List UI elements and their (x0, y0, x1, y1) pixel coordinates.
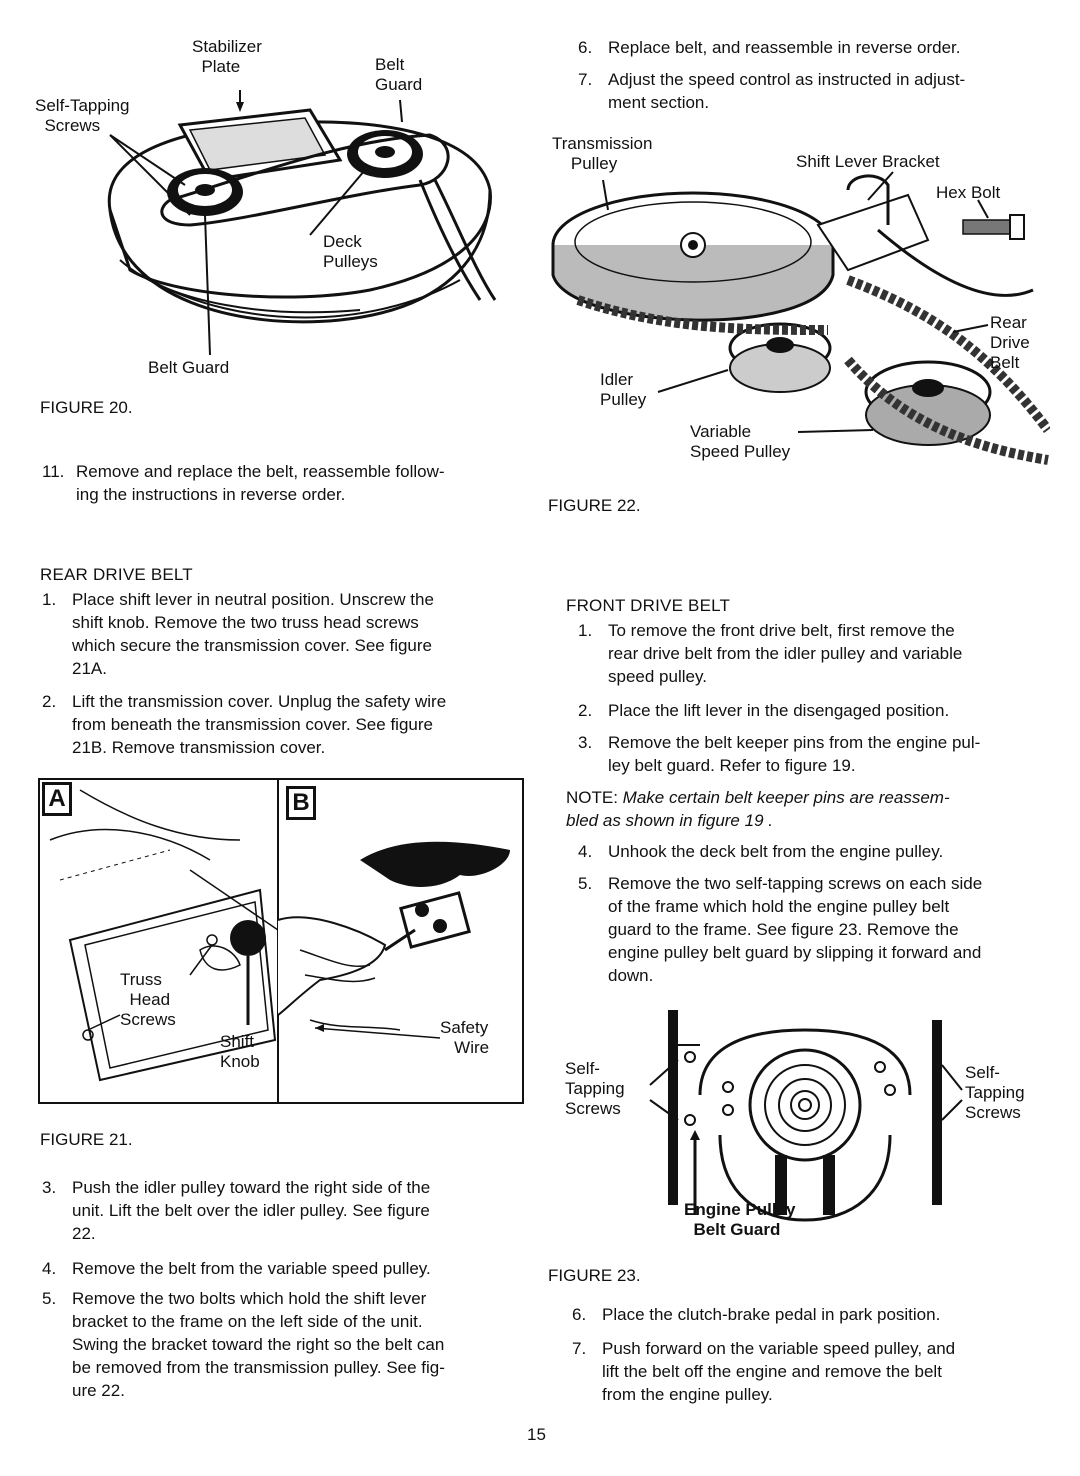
step-text: Remove the two self-tapping screws on ea… (608, 874, 983, 985)
transmission-pulley-label: Transmission Pulley (552, 134, 653, 173)
engine-pulley-guard-drawing (649, 1010, 963, 1222)
figure-21-caption: FIGURE 21. (40, 1130, 133, 1149)
panel-b-tag: B (286, 786, 316, 820)
transmission-pulley-drawing (551, 171, 1050, 465)
note: NOTE: Make certain belt keeper pins are … (566, 786, 1046, 836)
deck-pulley-drawing (107, 90, 497, 356)
step-number: 2. (42, 692, 57, 711)
step-text: Place the lift lever in the disengaged p… (608, 701, 950, 720)
deck-pulleys-label: Deck Pulleys (323, 232, 378, 271)
truss-head-screws-label: Truss Head Screws (120, 970, 176, 1029)
right-step-7: 7. Adjust the speed control as instructe… (578, 68, 1048, 118)
note-text: Make certain belt keeper pins are reasse… (566, 788, 950, 830)
step-number: 5. (578, 874, 593, 893)
step-11: 11. Remove and replace the belt, reassem… (42, 460, 522, 510)
step-number: 11. (42, 462, 65, 481)
figure-23-caption: FIGURE 23. (548, 1266, 641, 1285)
step-text: Unhook the deck belt from the engine pul… (608, 842, 944, 861)
variable-speed-pulley-label: Variable Speed Pulley (690, 422, 791, 461)
panel-a-tag: A (42, 782, 72, 816)
self-tapping-screws-right-label: Self- Tapping Screws (965, 1063, 1025, 1122)
step-number: 2. (578, 701, 593, 720)
transmission-cover-drawing (49, 780, 510, 1102)
rear-step-2: 2. Lift the transmission cover. Unplug t… (42, 690, 522, 762)
hex-bolt-label: Hex Bolt (936, 183, 1001, 202)
step-number: 7. (578, 70, 593, 89)
figure-22-caption: FIGURE 22. (548, 496, 641, 515)
front-step-4: 4. Unhook the deck belt from the engine … (578, 840, 1048, 865)
figure-20-illustration: Stabilizer Plate Belt Guard Self-Tapping… (35, 30, 510, 390)
step-number: 4. (42, 1259, 57, 1278)
rear-drive-belt-heading: REAR DRIVE BELT (40, 565, 193, 584)
step-text: Remove the belt keeper pins from the eng… (608, 733, 981, 775)
rear-step-1: 1. Place shift lever in neutral position… (42, 588, 522, 683)
figure-23-illustration: Self- Tapping Screws Self- Tapping Screw… (560, 1005, 1050, 1245)
front-drive-belt-heading: FRONT DRIVE BELT (566, 596, 731, 615)
panel-b-letter: B (292, 789, 310, 816)
self-tapping-screws-label: Self-Tapping Screws (35, 96, 130, 135)
step-number: 3. (578, 733, 593, 752)
step-text: Adjust the speed control as instructed i… (608, 70, 966, 112)
self-tapping-screws-left-label: Self- Tapping Screws (565, 1059, 625, 1118)
idler-pulley-label: Idler Pulley (600, 370, 647, 409)
note-label: NOTE: (566, 788, 618, 807)
step-text: Push the idler pulley toward the right s… (72, 1178, 431, 1243)
safety-wire-label: Safety Wire (440, 1018, 490, 1057)
step-text: Place shift lever in neutral position. U… (72, 590, 434, 678)
step-text: Lift the transmission cover. Unplug the … (72, 692, 447, 757)
rear-step-4: 4. Remove the belt from the variable spe… (42, 1257, 522, 1282)
figure-21-illustration: A B Truss Head Screws Shift Knob Safety … (38, 778, 524, 1104)
step-text: To remove the front drive belt, first re… (608, 621, 963, 686)
stabilizer-plate-label: Stabilizer Plate (192, 37, 262, 76)
front-step-1: 1. To remove the front drive belt, first… (578, 619, 1048, 691)
step-number: 1. (578, 621, 593, 640)
step-text: Remove the two bolts which hold the shif… (72, 1289, 445, 1400)
shift-knob-label: Shift Knob (220, 1032, 260, 1071)
engine-pulley-belt-guard-label: Engine Pulley Belt Guard (684, 1200, 796, 1239)
step-text: Remove the belt from the variable speed … (72, 1259, 431, 1278)
step-text: Push forward on the variable speed pulle… (602, 1339, 956, 1404)
panel-a-letter: A (48, 785, 66, 812)
rear-step-5: 5. Remove the two bolts which hold the s… (42, 1287, 522, 1407)
front-step-2: 2. Place the lift lever in the disengage… (578, 699, 1048, 724)
step-number: 1. (42, 590, 57, 609)
step-text: Place the clutch-brake pedal in park pos… (602, 1305, 941, 1324)
step-text: Replace belt, and reassemble in reverse … (608, 38, 961, 57)
shift-lever-bracket-label: Shift Lever Bracket (796, 152, 940, 171)
belt-guard-top-label: Belt Guard (375, 55, 423, 94)
step-number: 6. (572, 1305, 587, 1324)
rear-drive-belt-label: Rear Drive Belt (990, 313, 1030, 372)
right-step-6: 6. Replace belt, and reassemble in rever… (578, 36, 1048, 61)
front-step-5: 5. Remove the two self-tapping screws on… (578, 872, 1048, 992)
right-step-6-bottom: 6. Place the clutch-brake pedal in park … (572, 1303, 1052, 1328)
page-number: 15 (527, 1425, 546, 1444)
step-number: 3. (42, 1178, 57, 1197)
step-number: 6. (578, 38, 593, 57)
right-step-7-bottom: 7. Push forward on the variable speed pu… (572, 1337, 1052, 1409)
rear-step-3: 3. Push the idler pulley toward the righ… (42, 1176, 522, 1248)
step-text: Remove and replace the belt, reassemble … (76, 462, 445, 504)
belt-guard-bottom-label: Belt Guard (148, 358, 230, 377)
figure-20-caption: FIGURE 20. (40, 398, 133, 417)
step-number: 5. (42, 1289, 57, 1308)
step-number: 7. (572, 1339, 587, 1358)
front-step-3: 3. Remove the belt keeper pins from the … (578, 731, 1048, 781)
step-number: 4. (578, 842, 593, 861)
figure-22-illustration: Transmission Pulley Shift Lever Bracket … (548, 130, 1050, 475)
